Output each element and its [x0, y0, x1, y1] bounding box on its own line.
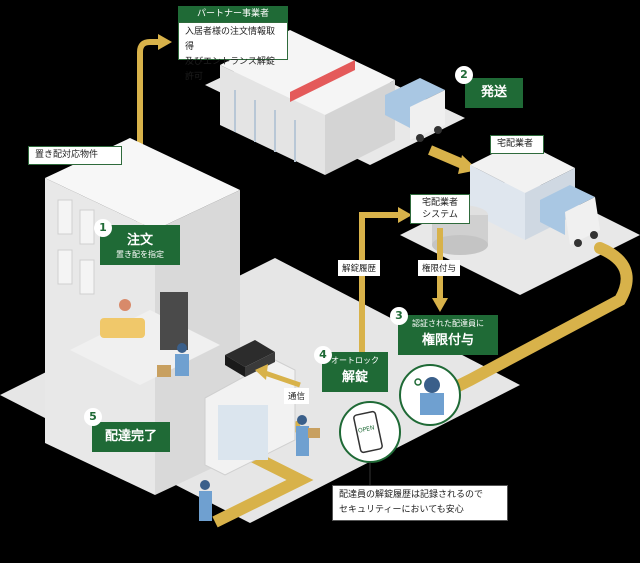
security-note-box: 配達員の解錠履歴は記録されるので セキュリティーにおいても安心	[332, 485, 508, 521]
delivery-company-label: 宅配業者	[497, 139, 534, 149]
partner-windows	[234, 90, 296, 162]
partner-title: パートナー事業者	[196, 9, 269, 19]
courier-entrance	[297, 415, 307, 425]
partner-building-right	[325, 80, 395, 175]
comm-label: 通信	[284, 388, 310, 404]
step2-number: 2	[455, 66, 473, 84]
partner-line2: 及びエントランス解錠許可	[185, 57, 275, 82]
order-arrow	[137, 39, 160, 225]
step1-sub: 置き配を指定	[116, 250, 164, 259]
courier-walking	[200, 480, 210, 490]
system-line1: 宅配業者	[421, 198, 458, 208]
step2-box: 2 発送	[455, 66, 523, 108]
room-door	[160, 292, 188, 350]
truck-2-body	[540, 185, 595, 235]
comm-arrow	[261, 369, 301, 388]
resident	[119, 299, 131, 311]
property-label: 置き配対応物件	[35, 150, 99, 160]
property-label-box: 置き配対応物件	[28, 146, 122, 165]
step1-number: 1	[94, 219, 112, 237]
step2-title: 発送	[480, 85, 507, 100]
delivery-company-box: 宅配業者	[490, 135, 544, 154]
lock-device	[225, 340, 275, 367]
step5-title: 配達完了	[104, 429, 157, 444]
note-line1: 配達員の解錠履歴は記録されるので	[339, 490, 484, 500]
grant-label: 権限付与	[418, 260, 461, 276]
ship-arrow	[428, 145, 467, 170]
sofa	[100, 318, 145, 338]
step1-box: 1 注文 置き配を指定	[94, 219, 180, 265]
partner-line1: 入居者様の注文情報取得	[185, 27, 276, 52]
step4-title: 解錠	[341, 370, 368, 385]
phone	[353, 410, 383, 454]
step3-number: 3	[390, 307, 408, 325]
depot-left	[470, 165, 525, 240]
step4-number: 4	[314, 346, 332, 364]
truck-1-body	[385, 78, 445, 128]
step5-number: 5	[84, 408, 102, 426]
step5-box: 5 配達完了	[84, 408, 170, 452]
partner-building-left	[220, 65, 325, 175]
step3-box: 3 認証された配達員に 権限付与	[390, 307, 498, 355]
system-line2: システム	[422, 210, 458, 220]
unlock-history-arrow	[359, 212, 400, 368]
partner-info-box: 入居者様の注文情報取得 及びエントランス解錠許可	[178, 22, 288, 82]
apartment-windows	[57, 199, 95, 295]
key-icon	[414, 378, 422, 386]
step4-sub: オートロック	[331, 356, 379, 365]
delivery-system-box: 宅配業者 システム	[410, 194, 470, 224]
note-line2: セキュリティーにおいても安心	[339, 505, 464, 515]
step3-sub: 認証された配達員に	[412, 319, 484, 328]
delivery-route	[424, 242, 633, 406]
partner-sign	[290, 60, 355, 102]
step4-box: 4 オートロック 解錠	[314, 346, 388, 392]
unlock-history-label: 解錠履歴	[338, 260, 381, 276]
database-bottom	[432, 235, 488, 255]
partner-title-box: パートナー事業者	[178, 6, 288, 22]
package	[157, 365, 171, 377]
step1-title: 注文	[126, 233, 153, 248]
step3-title: 権限付与	[421, 333, 474, 348]
